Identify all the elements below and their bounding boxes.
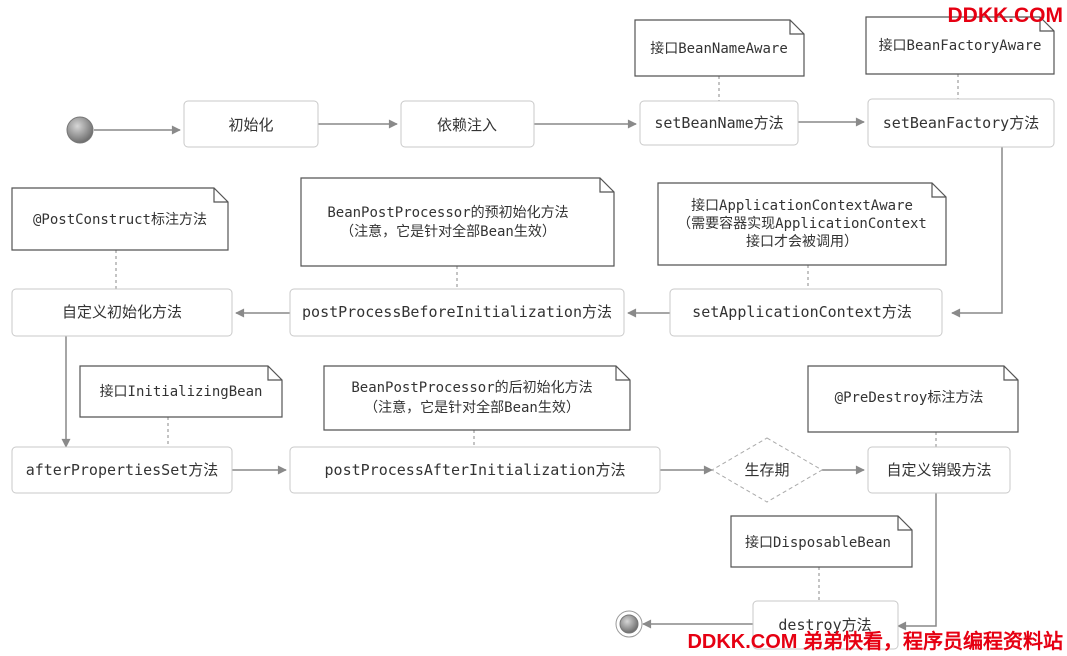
- node-dependency-injection: 依赖注入: [400, 100, 535, 148]
- node-destroy-label: destroy方法: [778, 616, 871, 634]
- note-post-construct-line: @PostConstruct标注方法: [33, 212, 207, 228]
- node-custom-init: 自定义初始化方法: [11, 288, 233, 337]
- node-lifetime-decision: 生存期: [711, 437, 823, 503]
- node-after-properties-set: afterPropertiesSet方法: [11, 446, 233, 494]
- node-set-bean-name: setBeanName方法: [639, 100, 799, 146]
- watermark-top: DDKK.COM: [947, 4, 1064, 27]
- node-post-before-label: postProcessBeforeInitialization方法: [302, 303, 612, 321]
- node-custom-init-label: 自定义初始化方法: [62, 303, 182, 321]
- node-custom-destroy: 自定义销毁方法: [867, 446, 1011, 494]
- node-init-label: 初始化: [228, 116, 273, 134]
- node-init: 初始化: [183, 100, 319, 148]
- note-bean-factory-aware-line: 接口BeanFactoryAware: [879, 37, 1042, 54]
- node-set-bean-factory-label: setBeanFactory方法: [883, 114, 1039, 132]
- note-bpp-before: BeanPostProcessor的预初始化方法 （注意，它是针对全部Bean生…: [300, 177, 615, 267]
- watermark-bottom: DDKK.COM 弟弟快看，程序员编程资料站: [687, 631, 1063, 653]
- note-bean-name-aware: 接口BeanNameAware: [634, 19, 805, 77]
- node-set-application-context: setApplicationContext方法: [669, 288, 943, 337]
- start-node-icon: [66, 116, 94, 144]
- note-connectors: [115, 74, 959, 601]
- node-set-bean-factory: setBeanFactory方法: [867, 98, 1055, 148]
- node-di-label: 依赖注入: [437, 116, 497, 134]
- note-bpp-after: BeanPostProcessor的后初始化方法 （注意，它是针对全部Bean生…: [323, 365, 631, 431]
- end-node-icon: [615, 610, 643, 638]
- note-bean-name-aware-line: 接口BeanNameAware: [650, 40, 788, 57]
- note-disposable-bean-line: 接口DisposableBean: [745, 534, 891, 551]
- node-set-app-ctx-label: setApplicationContext方法: [692, 303, 912, 321]
- note-app-ctx-aware-line-1: 接口ApplicationContextAware: [691, 197, 913, 214]
- note-bean-factory-aware: 接口BeanFactoryAware: [865, 16, 1055, 75]
- edge-setbeanfactory-setappctx: [951, 147, 1003, 318]
- note-disposable-bean: 接口DisposableBean: [730, 515, 913, 568]
- node-post-process-after: postProcessAfterInitialization方法: [289, 446, 661, 494]
- note-bpp-before-line-2: （注意，它是针对全部Bean生效）: [340, 223, 556, 240]
- note-bpp-before-line-1: BeanPostProcessor的预初始化方法: [327, 204, 568, 221]
- node-destroy: destroy方法: [752, 600, 899, 650]
- edge-customdestroy-destroy: [897, 493, 937, 631]
- node-lifetime-label: 生存期: [744, 461, 789, 479]
- flow-connectors: [61, 117, 1003, 631]
- node-post-process-before: postProcessBeforeInitialization方法: [289, 288, 625, 337]
- note-pre-destroy: @PreDestroy标注方法: [807, 365, 1019, 433]
- note-app-ctx-aware: 接口ApplicationContextAware （需要容器实现Applica…: [657, 182, 947, 266]
- node-custom-destroy-label: 自定义销毁方法: [886, 461, 991, 479]
- node-post-after-label: postProcessAfterInitialization方法: [325, 461, 626, 479]
- note-app-ctx-aware-line-2: （需要容器实现ApplicationContext: [677, 215, 927, 232]
- note-post-construct: @PostConstruct标注方法: [11, 187, 229, 251]
- node-after-props-label: afterPropertiesSet方法: [26, 461, 219, 479]
- note-initializing-bean-line: 接口InitializingBean: [100, 383, 263, 400]
- note-bpp-after-line-2: （注意，它是针对全部Bean生效）: [364, 399, 580, 416]
- note-bpp-after-line-1: BeanPostProcessor的后初始化方法: [351, 379, 592, 396]
- node-set-bean-name-label: setBeanName方法: [654, 114, 783, 132]
- note-initializing-bean: 接口InitializingBean: [79, 365, 283, 418]
- note-pre-destroy-line: @PreDestroy标注方法: [835, 390, 984, 406]
- note-app-ctx-aware-line-3: 接口才会被调用）: [746, 233, 858, 250]
